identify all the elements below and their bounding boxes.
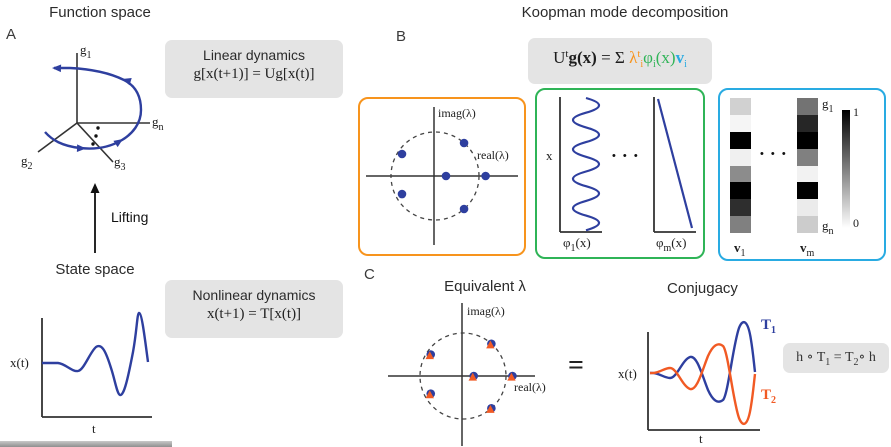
linear-dynamics-equation: g[x(t+1)] = Ug[x(t)]	[193, 66, 315, 82]
colorbar-min-label: 0	[853, 216, 859, 230]
state-plot-ylabel: x(t)	[10, 355, 29, 370]
axis-label-g1: g1	[80, 42, 92, 61]
lambda-term: λti	[629, 48, 644, 70]
eigenvalue-dots-b	[397, 138, 490, 214]
conjugacy-equation: h ∘ T1 = T2∘ h	[796, 350, 876, 368]
vm-label: vm	[800, 240, 815, 259]
unit-circle-b	[390, 131, 480, 221]
phim-label: φm(x)	[656, 235, 687, 254]
trajectory-spiral	[44, 66, 143, 150]
trajectory-arrowheads	[52, 64, 132, 152]
v-term: vi	[675, 48, 687, 70]
conjugacy-title: Conjugacy	[667, 280, 738, 297]
unit-circle-c	[419, 332, 507, 420]
phi1-curve	[571, 96, 601, 232]
conjugacy-ylabel: x(t)	[618, 366, 637, 381]
imag-axis-label-b: imag(λ)	[438, 106, 476, 120]
phi1-label: φ1(x)	[563, 235, 591, 254]
koopman-equation-box: Utg(x) = Σ λtiφi(x)vi	[528, 38, 712, 84]
bottom-edge-bar	[0, 441, 172, 447]
mode-vm-heatmap	[797, 98, 818, 233]
eigenvalue-plot-b	[366, 107, 518, 245]
eigenfunction-plots	[559, 96, 696, 233]
state-trajectory-curve	[42, 311, 150, 397]
linear-dynamics-box: Linear dynamics g[x(t+1)] = Ug[x(t)]	[165, 40, 343, 98]
koopman-title: Koopman mode decomposition	[521, 4, 729, 21]
real-axis-label-c: real(λ)	[514, 380, 546, 394]
modes-g1-label: g1	[822, 96, 834, 115]
conjugacy-equation-box: h ∘ T1 = T2∘ h	[783, 343, 889, 373]
v1-label: v1	[734, 240, 746, 259]
t2-label: T2	[761, 387, 777, 406]
real-axis-label-b: real(λ)	[477, 148, 509, 162]
eigenfunction-ellipsis: • • •	[612, 150, 640, 162]
modes-gn-label: gn	[822, 218, 834, 237]
axis-label-g3: g3	[114, 154, 126, 173]
eigenfunction-x-label: x	[546, 148, 553, 163]
lifting-label: Lifting	[111, 209, 149, 225]
state-plot-xlabel: t	[92, 421, 96, 436]
t2-curve	[649, 343, 757, 426]
phim-axes	[653, 97, 696, 233]
lifting-arrow	[90, 183, 100, 253]
grayscale-colorbar	[842, 110, 850, 228]
function-space-plot	[37, 53, 150, 253]
colorbar-max-label: 1	[853, 105, 859, 119]
axis-label-g2: g2	[21, 153, 33, 172]
modes-ellipsis: • • •	[760, 148, 788, 160]
equals-sign: =	[568, 350, 584, 381]
linear-dynamics-title: Linear dynamics	[203, 47, 305, 63]
eigenvalue-dots-c	[425, 339, 517, 413]
koopman-equation: Utg(x) = Σ λtiφi(x)vi	[553, 48, 687, 70]
mode-v1-heatmap	[730, 98, 751, 233]
state-space-axes	[41, 318, 152, 418]
nonlinear-dynamics-equation: x(t+1) = T[x(t)]	[206, 306, 302, 322]
function-space-axes	[37, 53, 150, 163]
phi-term: φi(x)	[643, 48, 676, 70]
ellipsis-dots-vertical	[91, 126, 100, 146]
panel-a-label: A	[6, 26, 17, 43]
nonlinear-dynamics-box: Nonlinear dynamics x(t+1) = T[x(t)]	[165, 280, 343, 338]
panel-b-label: B	[396, 28, 407, 45]
state-space-plot	[41, 311, 152, 418]
imag-axis-label-c: imag(λ)	[467, 304, 505, 318]
panel-c-label: C	[364, 266, 375, 283]
state-space-title: State space	[55, 261, 135, 278]
nonlinear-dynamics-title: Nonlinear dynamics	[192, 287, 316, 303]
phim-curve	[656, 98, 694, 229]
function-space-title: Function space	[49, 4, 151, 21]
phi1-axes	[559, 97, 602, 233]
conjugacy-xlabel: t	[699, 431, 703, 446]
eigenvalue-plot-c	[388, 303, 535, 446]
axis-label-gn: gn	[152, 114, 164, 133]
t1-curve	[649, 320, 757, 403]
conjugacy-plot	[647, 320, 760, 431]
equivalent-lambda-title: Equivalent λ	[444, 278, 526, 295]
t1-label: T1	[761, 317, 777, 336]
conjugacy-axes	[647, 332, 760, 431]
